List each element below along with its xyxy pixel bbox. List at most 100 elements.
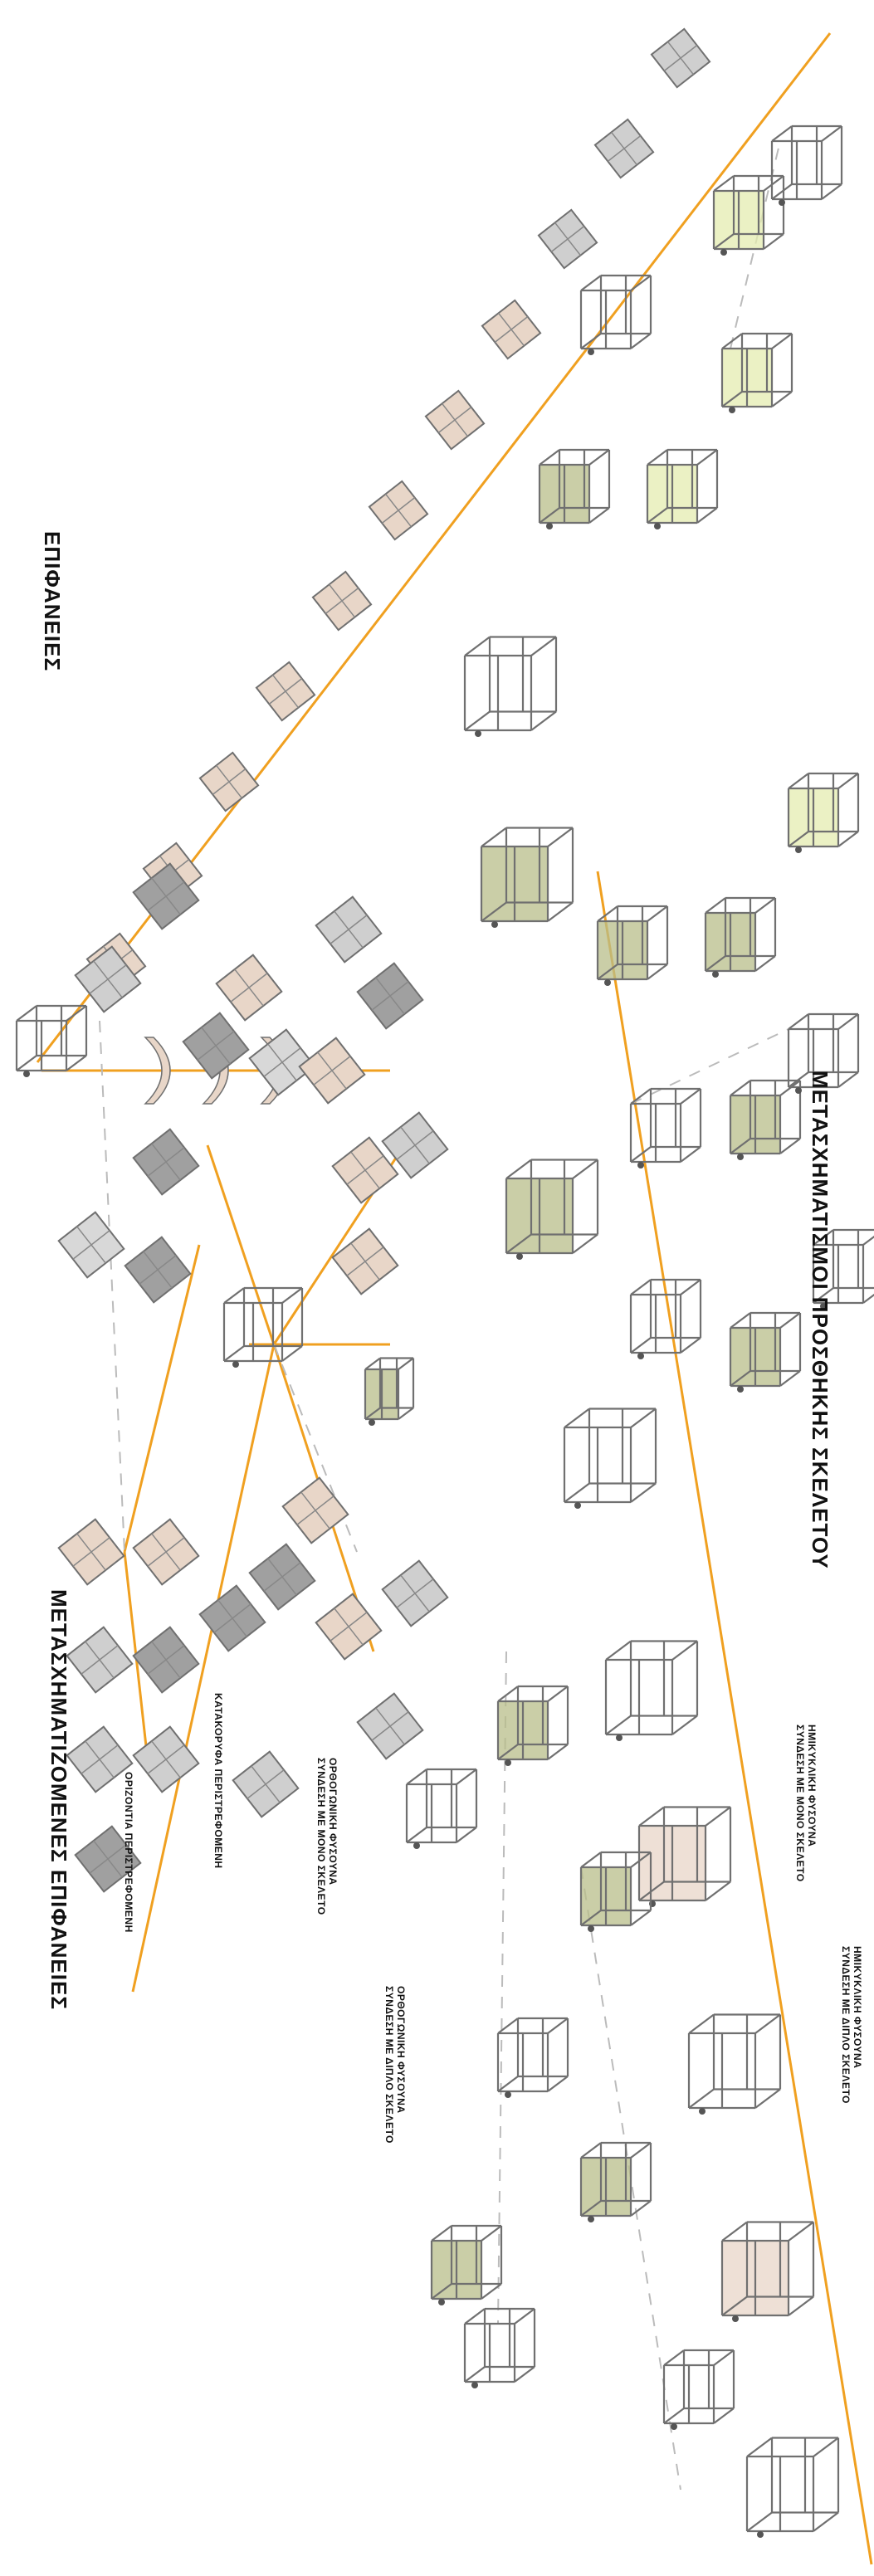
- skeleton-frame: [463, 636, 558, 737]
- frame-edge: [680, 1337, 701, 1354]
- branch-frame: [812, 1228, 874, 1310]
- transform-plate: [248, 1543, 316, 1611]
- tile-grid: [251, 1765, 281, 1803]
- frame-edge: [630, 275, 652, 291]
- frame-edge: [464, 2366, 486, 2383]
- frame-edge: [671, 1715, 698, 1735]
- transform-plate: [331, 1136, 399, 1204]
- wheel: [637, 1353, 644, 1359]
- frame-edge: [547, 2076, 569, 2092]
- label-orthogonal-double-line1: ΟΡΘΟΓΩΝΙΚΗ ΦΥΣΟΥΝΑ: [395, 1986, 407, 2114]
- frame-edge: [16, 1055, 37, 1071]
- transform-plate: [132, 1128, 200, 1196]
- branch-frame: [463, 2307, 536, 2388]
- transform-plate: [356, 1692, 424, 1760]
- frame-edge: [456, 1769, 477, 1785]
- transform-plate: [132, 1626, 200, 1694]
- wheel: [491, 921, 498, 928]
- frame-edge: [663, 2408, 685, 2424]
- origin-frame: [15, 1004, 88, 1077]
- tile-grid: [216, 764, 242, 799]
- frame-edge: [813, 1287, 834, 1304]
- label-orthogonal-single-line1: ΟΡΘΟΓΩΝΙΚΗ ΦΥΣΟΥΝΑ: [327, 1758, 339, 1886]
- frame-edge: [66, 1055, 87, 1071]
- title-transforming-surfaces: ΜΕΤΑΣΧΗΜΑΤΙΖΟΜΕΝΕΣ ΕΠΙΦΑΝΕΙΕΣ: [46, 1589, 71, 2010]
- branch-frame: [430, 2224, 503, 2305]
- branch-frame: [538, 448, 611, 529]
- frame-edge: [588, 449, 610, 466]
- frame-edge: [530, 636, 557, 656]
- wheel: [737, 1154, 744, 1160]
- surface-tile: [255, 661, 316, 722]
- frame-edge: [813, 2437, 839, 2457]
- transform-plate: [281, 1476, 349, 1544]
- branch-frame: [579, 2141, 652, 2222]
- skeleton-frame: [480, 827, 574, 928]
- frame-edge: [663, 2349, 685, 2366]
- transform-plate: [248, 1028, 316, 1096]
- frame-edge: [464, 636, 491, 656]
- frame-edge: [630, 1088, 652, 1105]
- label-semicircular-double-line2: ΣΥΝΔΕΣΗ ΜΕ ΔΙΠΛΟ ΣΚΕΛΕΤΟ: [840, 1946, 852, 2104]
- tile-grid: [400, 1574, 430, 1612]
- tile-grid: [151, 1641, 181, 1679]
- hub-panel: [364, 1357, 415, 1426]
- wheel: [820, 1303, 827, 1310]
- frame-edge: [630, 1408, 657, 1428]
- wheel: [546, 523, 553, 529]
- wheel: [795, 846, 802, 853]
- branch-frame: [729, 1311, 802, 1393]
- tile-grid: [93, 960, 123, 998]
- frame-edge: [431, 2283, 452, 2300]
- frame-edge: [406, 1769, 427, 1785]
- surface-tile: [198, 751, 260, 812]
- transform-plate: [57, 1211, 125, 1279]
- tile-grid: [334, 1608, 364, 1646]
- wheel: [637, 1162, 644, 1168]
- branch-frame: [662, 2349, 735, 2430]
- frame-edge: [547, 827, 574, 847]
- connector-line: [123, 1244, 201, 1553]
- tile-grid: [667, 41, 694, 76]
- frame-edge: [630, 333, 652, 349]
- branch-frame: [596, 905, 669, 986]
- frame-edge: [481, 2283, 502, 2300]
- frame-edge: [705, 897, 726, 914]
- skeleton-frame: [687, 2013, 782, 2115]
- frame-edge: [547, 2017, 569, 2034]
- transform-plate: [198, 1584, 266, 1652]
- wheel: [475, 730, 481, 737]
- frame-edge: [630, 2142, 652, 2159]
- frame-edge: [730, 1370, 751, 1387]
- frame-edge: [771, 333, 793, 349]
- transform-plate: [66, 1725, 134, 1793]
- wheel: [699, 2108, 706, 2115]
- frame-edge: [771, 391, 793, 407]
- transform-plate: [182, 1012, 250, 1080]
- frame-edge: [680, 1279, 701, 1295]
- frame-edge: [505, 1233, 532, 1254]
- transform-plate: [66, 1626, 134, 1694]
- label-orthogonal-single-line2: ΣΥΝΔΕΣΗ ΜΕ ΜΟΝΟ ΣΚΕΛΕΤΟ: [315, 1758, 327, 1915]
- frame-edge: [481, 827, 507, 847]
- frame-edge: [223, 1345, 245, 1362]
- frame-edge: [564, 1408, 590, 1428]
- frame-edge: [696, 507, 718, 524]
- tile-grid: [272, 674, 299, 709]
- wheel: [516, 1253, 523, 1260]
- wheel: [654, 523, 661, 529]
- frame-edge: [514, 2308, 535, 2325]
- frame-edge: [564, 1482, 590, 1503]
- frame-edge: [837, 773, 859, 789]
- frame-edge: [862, 1235, 874, 1246]
- modules: [15, 27, 874, 2538]
- frame-edge: [398, 1357, 414, 1370]
- wheel: [23, 1071, 30, 1077]
- label-semicircular-double: ΗΜΙΚΥΚΛΙΚΗ ΦΥΣΟΥΝΑ ΣΥΝΔΕΣΗ ΜΕ ΔΙΠΛΟ ΣΚΕΛ…: [840, 1946, 863, 2104]
- frame-edge: [862, 1293, 874, 1304]
- tile-grid: [498, 312, 525, 347]
- surface-tile: [424, 389, 486, 451]
- frame-edge: [771, 183, 793, 200]
- tile-grid: [85, 1641, 115, 1679]
